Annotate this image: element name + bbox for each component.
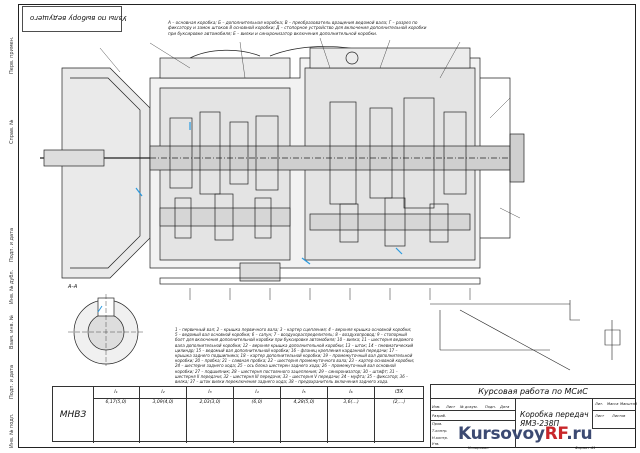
stamp-item: Взам. инв. № bbox=[9, 315, 15, 349]
title-block-label: Лист bbox=[595, 414, 605, 418]
corner-tag-text: Узлы по выбору ведущего bbox=[30, 14, 127, 22]
column-key: i₅ bbox=[281, 389, 327, 399]
table-column: i₂ 3,09(4,0) bbox=[140, 387, 187, 443]
legend-bottom: 1 – первичный вал; 2 – крышка первичного… bbox=[175, 327, 415, 385]
section-label: А–А bbox=[68, 284, 78, 290]
column-value: 3,6(…) bbox=[343, 400, 359, 405]
title-block-label: Дата bbox=[500, 405, 510, 409]
title-block-label: Копировал bbox=[468, 446, 489, 450]
stamp-item: Справ. № bbox=[9, 119, 15, 144]
column-value: 4,28(5,0) bbox=[293, 400, 315, 405]
gearbox-section-drawing bbox=[40, 38, 525, 300]
shift-pattern-diagram bbox=[430, 300, 621, 371]
stamp-item: Подп. и дата bbox=[9, 364, 15, 399]
stamp-item: Перв. примен. bbox=[9, 36, 15, 74]
table-column: i₃ 2,03(3,0) bbox=[187, 387, 234, 443]
title-block-label: Пров. bbox=[432, 422, 443, 426]
watermark-logo: KursovoyRF.ru bbox=[458, 424, 593, 444]
column-value: 6,17(5,0) bbox=[105, 400, 127, 405]
column-key: i₄ bbox=[234, 389, 280, 399]
column-value: (2,...) bbox=[392, 400, 406, 405]
divider bbox=[515, 398, 516, 448]
title-block-label: Разраб. bbox=[432, 414, 447, 418]
title-block-subtitle: Коробка передач ЯМЗ-238П bbox=[520, 410, 589, 428]
column-key: iЗХ bbox=[375, 389, 423, 399]
table-name: МНВЗ bbox=[53, 387, 94, 443]
title-block-label: Лист bbox=[446, 405, 456, 409]
table-column: iЗХ (2,...) bbox=[375, 387, 423, 443]
table-column: i₅ 4,28(5,0) bbox=[281, 387, 328, 443]
watermark-part: Kursovoy bbox=[458, 424, 545, 444]
title-block-title: Курсовая работа по МСиС bbox=[478, 387, 588, 396]
column-value: (6,0) bbox=[251, 400, 263, 405]
corner-tag: Узлы по выбору ведущего bbox=[22, 6, 127, 32]
title-block-label: Лит. bbox=[595, 402, 604, 406]
title-block-label: Н.контр. bbox=[432, 436, 449, 440]
column-key: i₆ bbox=[328, 389, 374, 399]
title-block-label: Масштаб bbox=[620, 402, 638, 406]
sheet-frame bbox=[18, 4, 636, 448]
stamp-item: Инв. № подл. bbox=[9, 413, 15, 449]
gear-ratio-table: МНВЗ i₁ 6,17(5,0) i₂ 3,09(4,0) i₃ 2,03(3… bbox=[52, 386, 424, 443]
divider bbox=[430, 410, 515, 411]
divider bbox=[592, 428, 636, 429]
column-key: i₃ bbox=[187, 389, 233, 399]
title-block bbox=[430, 384, 636, 448]
table-column: i₁ 6,17(5,0) bbox=[93, 387, 140, 443]
title-block-label: № докум. bbox=[460, 405, 478, 409]
watermark-part: .ru bbox=[566, 424, 593, 444]
legend-top: А – основная коробка; Б – дополнительная… bbox=[168, 20, 427, 36]
table-column: i₄ (6,0) bbox=[234, 387, 281, 443]
column-key: i₂ bbox=[140, 389, 186, 399]
title-block-label: Подп. bbox=[485, 405, 496, 409]
title-block-label: Формат А1 bbox=[575, 446, 596, 450]
divider bbox=[592, 410, 636, 411]
column-value: 2,03(3,0) bbox=[199, 400, 221, 405]
column-key: i₁ bbox=[93, 389, 139, 399]
title-block-label: Т.контр. bbox=[432, 429, 448, 433]
title-block-label: Масса bbox=[607, 402, 619, 406]
stamp-item: Инв. № дубл. bbox=[9, 269, 15, 304]
stamp-item: Подп. и дата bbox=[9, 227, 15, 262]
table-column: i₆ 3,6(…) bbox=[328, 387, 375, 443]
title-block-label: Листов bbox=[612, 414, 626, 418]
divider bbox=[430, 398, 636, 399]
left-stamp-strip: Перв. примен. Справ. № Подп. и дата Инв.… bbox=[6, 4, 18, 448]
divider bbox=[592, 398, 593, 428]
title-block-label: Изм. bbox=[432, 405, 441, 409]
section-a-a-view bbox=[68, 294, 144, 366]
watermark-part: RF bbox=[544, 424, 567, 444]
title-block-label: Утв. bbox=[432, 442, 440, 446]
column-value: 3,09(4,0) bbox=[152, 400, 174, 405]
divider bbox=[430, 420, 515, 421]
